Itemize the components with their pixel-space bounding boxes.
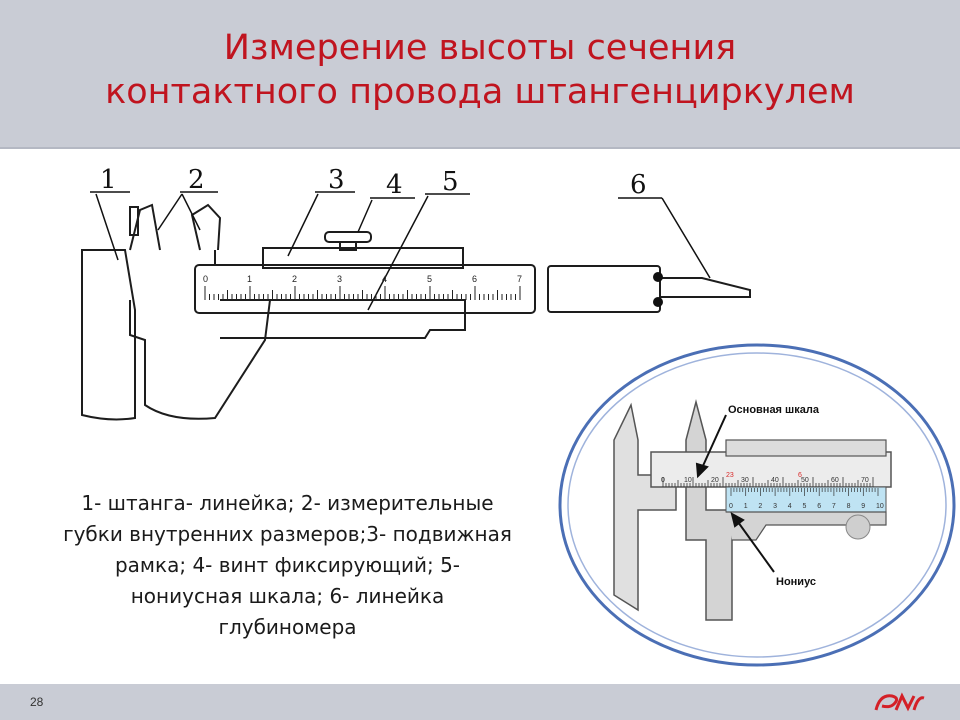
scale-num-6: 6	[472, 274, 477, 284]
vernier-number: 10	[876, 503, 884, 510]
vernier-number: 1	[744, 503, 748, 510]
vernier-number: 2	[758, 503, 762, 510]
main-scale-num-10: 10	[684, 477, 692, 484]
main-scale-num-30: 30	[741, 477, 749, 484]
callout-1: 1	[100, 165, 117, 195]
vernier-number: 4	[788, 503, 792, 510]
rzd-logo	[874, 692, 925, 712]
scale-num-5: 5	[427, 274, 432, 284]
callout-4: 4	[386, 170, 403, 200]
title-line-1: Измерение высоты сечения	[223, 28, 737, 68]
caliper-diagram: 1 2 3 4 5 6 0 1 2 3 4 5 6 7	[81, 165, 751, 421]
vernier-number: 6	[817, 503, 821, 510]
main-scale-num-0: 0	[661, 477, 665, 484]
main-scale-num-20: 20	[711, 477, 719, 484]
highlight-6: 6	[798, 472, 802, 479]
highlight-23: 23	[726, 472, 734, 479]
scale-num-3: 3	[337, 274, 342, 284]
vernier-number: 9	[861, 503, 865, 510]
slide-title: Измерение высоты сечения контактного про…	[0, 26, 960, 114]
callout-6: 6	[630, 170, 647, 200]
vernier-label: Нониус	[776, 576, 816, 588]
title-line-2: контактного провода штангенциркулем	[105, 72, 855, 112]
callout-3: 3	[328, 165, 345, 195]
legend-caption: 1- штанга- линейка; 2- измерительные губ…	[63, 491, 512, 639]
scale-num-4: 4	[382, 274, 387, 284]
main-scale-num-60: 60	[831, 477, 839, 484]
scale-num-0: 0	[203, 274, 208, 284]
callout-2: 2	[188, 165, 205, 195]
callout-5: 5	[442, 167, 459, 197]
title-bar: Измерение высоты сечения контактного про…	[0, 0, 960, 149]
page-number: 28	[30, 695, 44, 709]
vernier-number: 3	[773, 503, 777, 510]
main-scale-num-50: 50	[801, 477, 809, 484]
scale-num-1: 1	[247, 274, 252, 284]
main-scale-num-40: 40	[771, 477, 779, 484]
main-scale-num-70: 70	[861, 477, 869, 484]
vernier-number: 8	[847, 503, 851, 510]
vernier-number: 7	[832, 503, 836, 510]
scale-num-7: 7	[517, 274, 522, 284]
main-scale-label: Основная шкала	[728, 404, 820, 416]
vernier-number: 5	[803, 503, 807, 510]
scale-num-2: 2	[292, 274, 297, 284]
vernier-number: 0	[729, 503, 733, 510]
footer-bar: 28	[0, 684, 960, 720]
